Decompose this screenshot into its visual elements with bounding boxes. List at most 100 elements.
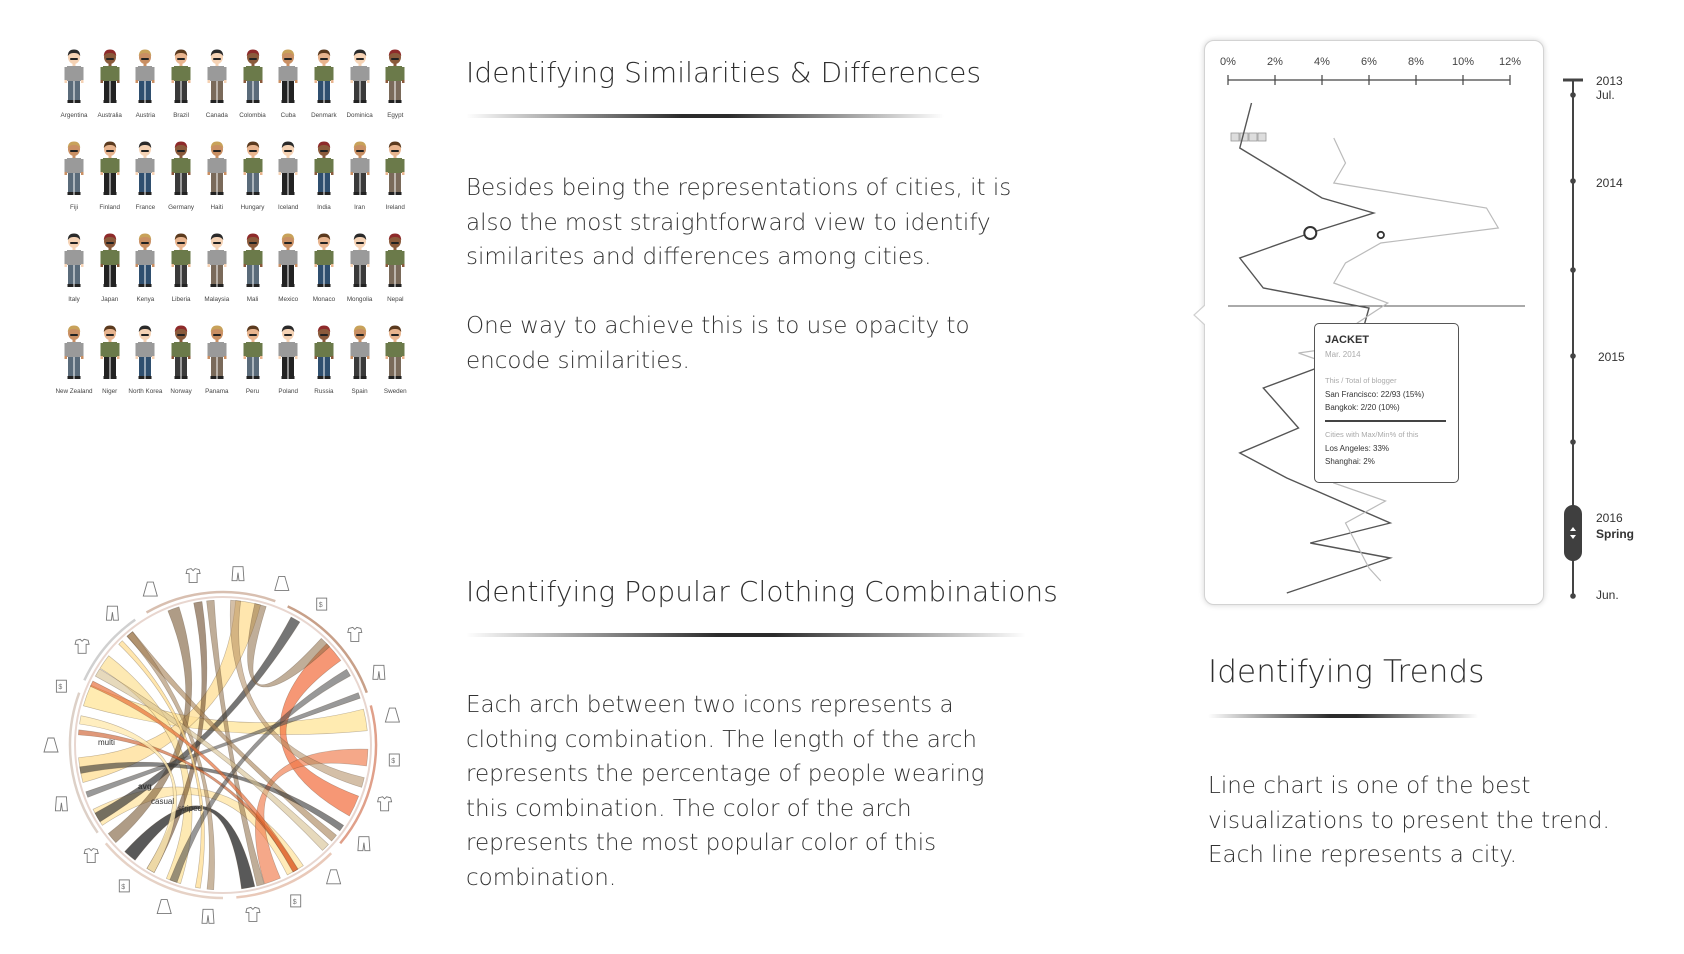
person-icon: [314, 233, 334, 287]
para-line: also the most straightforward view to id…: [466, 209, 991, 236]
chord-ribbon[interactable]: [255, 748, 369, 885]
para-line: visualizations to present the trend.: [1208, 807, 1610, 834]
clothing-item-icon[interactable]: [347, 626, 363, 642]
selection-square[interactable]: [1248, 132, 1258, 142]
clothing-item-icon[interactable]: [156, 899, 172, 915]
chord-ribbon[interactable]: [126, 631, 215, 891]
x-tick-label: 12%: [1499, 56, 1521, 68]
country-label: Haiti: [210, 204, 224, 211]
tooltip-row: Shanghai: 2%: [1325, 457, 1375, 466]
clothing-item-icon[interactable]: $: [290, 894, 302, 908]
chord-ribbon[interactable]: [79, 715, 177, 874]
chord-outer-ring: [74, 596, 372, 894]
clothing-item-icon[interactable]: [372, 664, 386, 680]
para-line: Each line represents a city.: [1208, 842, 1517, 868]
chord-ribbon[interactable]: [247, 603, 331, 688]
data-point-marker[interactable]: [1303, 226, 1318, 240]
person-figure: New Zealand: [55, 324, 93, 410]
clothing-item-icon[interactable]: [231, 566, 245, 582]
chord-group-arc[interactable]: [68, 692, 99, 834]
clothing-item-icon[interactable]: [74, 638, 90, 654]
chord-ribbon[interactable]: [79, 761, 345, 832]
clothing-item-icon[interactable]: [357, 836, 371, 852]
chord-ribbon[interactable]: [89, 680, 299, 873]
clothing-item-icon[interactable]: [83, 848, 99, 864]
para-line: represents the most popular color of thi…: [466, 830, 937, 856]
timeline-label: 2016: [1596, 511, 1623, 525]
person-figure: Argentina: [56, 48, 92, 134]
clothing-item-icon[interactable]: [105, 605, 119, 621]
clothing-item-icon[interactable]: [201, 908, 215, 924]
timeline-handle[interactable]: [1564, 505, 1582, 561]
chord-label: striped: [178, 804, 202, 813]
chord-ribbon[interactable]: [118, 640, 205, 889]
chord-group-arc[interactable]: [83, 618, 136, 681]
tooltip-date: Mar. 2014: [1325, 350, 1361, 359]
country-label: Austria: [135, 112, 156, 119]
clothing-item-icon[interactable]: [185, 568, 201, 584]
clothing-item-icon[interactable]: $: [55, 679, 67, 693]
combinations-paragraph: Each arch between two icons represents a…: [466, 688, 1026, 895]
person-icon: [135, 49, 155, 103]
chord-label: casual: [151, 797, 174, 806]
country-label: Dominica: [346, 112, 373, 119]
person-figure: Colombia: [235, 48, 271, 134]
clothing-item-icon[interactable]: [377, 796, 393, 812]
x-tick-label: 4%: [1314, 56, 1330, 68]
clothing-item-icon[interactable]: [326, 869, 342, 885]
chord-ribbon[interactable]: [94, 668, 329, 851]
clothing-item-icon[interactable]: [142, 581, 158, 597]
country-label: Egypt: [387, 112, 404, 119]
person-icon: [135, 325, 155, 379]
chord-ribbon[interactable]: [279, 643, 360, 817]
chord-group-arc[interactable]: [287, 605, 368, 694]
person-icon: [314, 141, 334, 195]
country-label: Mali: [246, 296, 259, 303]
clothing-item-icon[interactable]: $: [118, 879, 130, 893]
person-figure: Austria: [127, 48, 163, 134]
chord-ribbon[interactable]: [169, 668, 351, 883]
chord-group-arc[interactable]: [104, 842, 224, 900]
chord-group-arc[interactable]: [339, 705, 378, 845]
para-line: this combination. The color of the arch: [466, 795, 912, 822]
timeline-slider[interactable]: 2013 Jul. 2014 2015 2016 Spring Jun.: [1560, 74, 1684, 606]
country-label: Iceland: [278, 204, 299, 211]
similarities-paragraph-1: Besides being the representations of cit…: [466, 171, 1026, 275]
para-line: clothing combination. The length of the …: [466, 726, 977, 753]
clothing-item-icon[interactable]: [384, 707, 400, 723]
similarities-divider: [466, 114, 944, 118]
chord-ribbon[interactable]: [124, 805, 256, 890]
country-label: Japan: [101, 296, 119, 303]
chord-group-arc[interactable]: [236, 852, 333, 899]
country-label: Russia: [314, 388, 334, 395]
person-icon: [278, 233, 298, 287]
country-label: Canada: [205, 112, 228, 119]
clothing-item-icon[interactable]: [54, 796, 68, 812]
clothing-item-icon[interactable]: $: [388, 753, 400, 767]
clothing-item-icon[interactable]: $: [316, 597, 328, 611]
person-figure: Italy: [56, 232, 92, 318]
chord-ribbon[interactable]: [85, 692, 361, 798]
chord-group-arc[interactable]: [145, 590, 276, 614]
svg-text:$: $: [121, 884, 125, 891]
chord-ribbon[interactable]: [94, 616, 301, 823]
selection-square[interactable]: [1230, 132, 1240, 142]
clothing-item-icon[interactable]: [274, 575, 290, 591]
chord-ribbon[interactable]: [229, 599, 365, 788]
person-figure: Mongolia: [342, 232, 378, 318]
chord-ribbon[interactable]: [206, 599, 265, 887]
clothing-item-icon[interactable]: [43, 737, 59, 753]
person-figure: Malaysia: [199, 232, 235, 318]
para-line: similarites and differences among cities…: [466, 244, 932, 270]
person-icon: [100, 141, 120, 195]
selection-square[interactable]: [1257, 132, 1267, 142]
data-point-marker[interactable]: [1376, 230, 1385, 240]
clothing-item-icon[interactable]: [245, 906, 261, 922]
trends-title: Identifying Trends: [1208, 654, 1485, 690]
person-figure: Brazil: [163, 48, 199, 134]
country-label: Kenya: [136, 296, 155, 303]
person-figure: Monaco: [306, 232, 342, 318]
country-label: Monaco: [312, 296, 336, 303]
person-figure: Mali: [235, 232, 271, 318]
